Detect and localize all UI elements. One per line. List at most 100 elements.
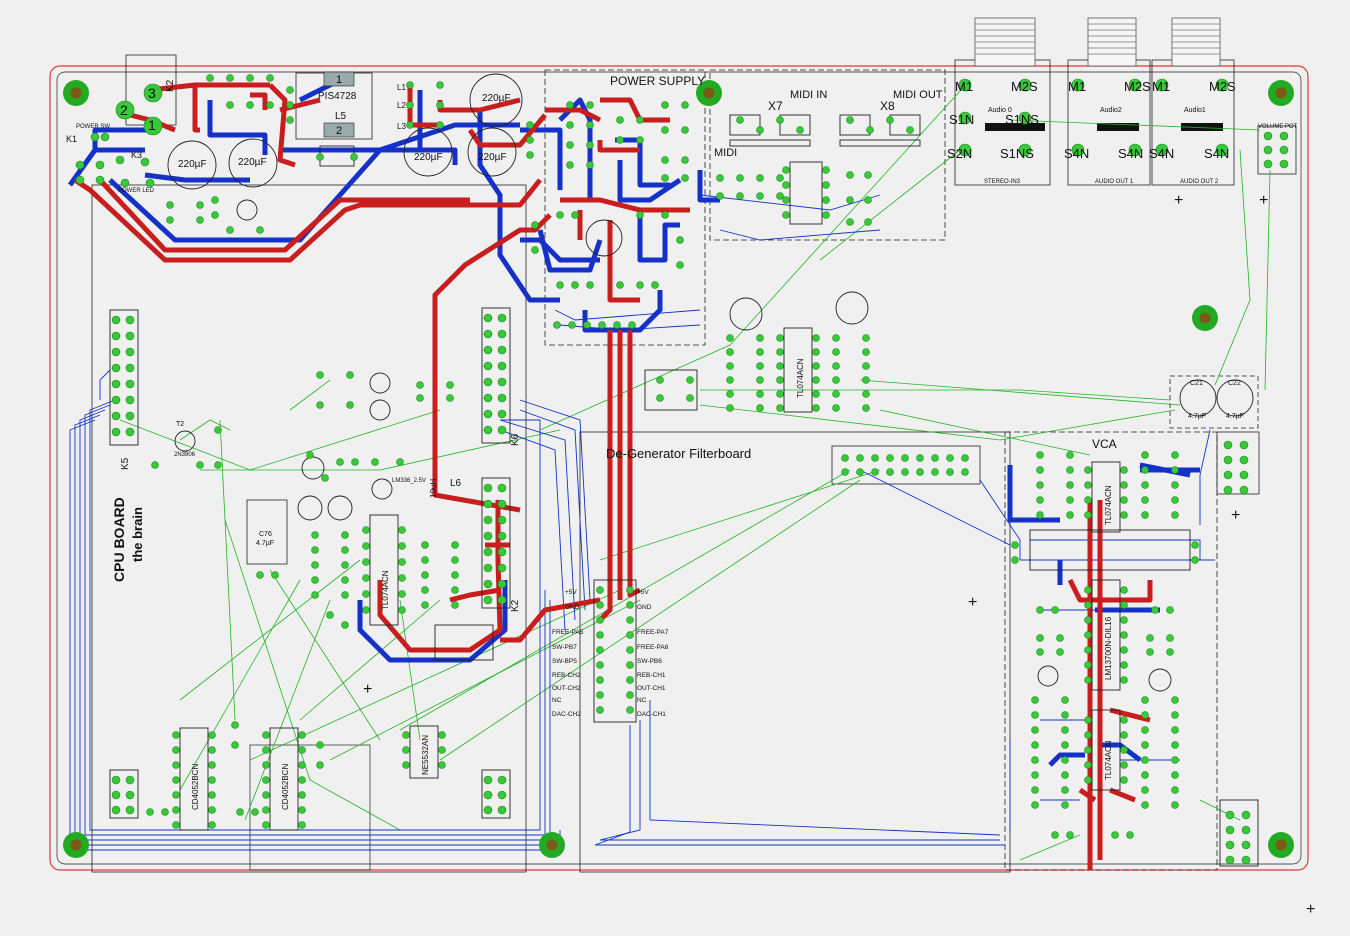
silkscreen-labels: De-Generator Filterboard POWER SUPPLY VC… <box>66 74 1298 810</box>
mounting-hole <box>63 80 89 106</box>
c22-label: C22 <box>1228 380 1241 387</box>
marker-plus: + <box>363 681 372 698</box>
jack-s1ns: S1NS <box>1005 112 1039 127</box>
midi-out-label: MIDI OUT <box>893 89 943 101</box>
tl074-b-label: TL074ACN <box>381 570 390 610</box>
pis-pin-1: 1 <box>336 74 342 86</box>
k3-label: K3 <box>131 150 142 160</box>
tl074-c-label: TL074ACN <box>1104 485 1113 525</box>
sig-label: GND <box>637 604 652 611</box>
jack-sockets <box>974 17 1223 131</box>
pis-part-label: PIS4728 <box>318 91 357 102</box>
board-title: De-Generator Filterboard <box>606 446 751 461</box>
mounting-hole <box>1268 80 1294 106</box>
t2-part-label: 2N3906 <box>174 452 196 458</box>
capacitors <box>167 73 1254 692</box>
jack-s4n-d: S4N <box>1204 146 1229 161</box>
c220e-label: 220µF <box>482 93 511 104</box>
mounting-holes <box>63 80 1294 858</box>
ic-packages <box>179 161 1191 831</box>
jack-s4n-b: S4N <box>1118 146 1143 161</box>
k6-label: K6 <box>510 433 521 446</box>
sig-label: OUT-CH2 <box>552 685 581 692</box>
sig-label: REB-CH1 <box>637 672 666 679</box>
bottom-power-traces <box>67 77 1200 767</box>
mounting-hole <box>1192 305 1218 331</box>
sig-label: SW-BP5 <box>552 658 577 665</box>
l6-value-label: 10uH <box>429 479 438 498</box>
c21-label: C21 <box>1190 380 1203 387</box>
l6-label: L6 <box>450 478 462 489</box>
sig-label: SW-PB7 <box>552 644 577 651</box>
mounting-hole <box>1268 832 1294 858</box>
lm336-label: LM336_2.5V <box>392 478 426 484</box>
origin-markers: + + + + + + <box>363 192 1315 918</box>
k2-cpu-label: K2 <box>510 599 521 612</box>
volume-pot-label: VOLUME POT <box>1258 124 1298 130</box>
jack-m1-c: M1 <box>1152 79 1170 94</box>
jack-s2n: S2N <box>947 146 972 161</box>
midi-in-label: MIDI IN <box>790 89 827 101</box>
sig-label: DAC-CH1 <box>637 711 666 718</box>
sig-label: FREE-PA7 <box>637 629 669 636</box>
cpu-sub-label: the brain <box>130 507 145 562</box>
jack-s4n-a: S4N <box>1064 146 1089 161</box>
c76-label: 4.7µF <box>256 540 274 547</box>
k2-label: K2 <box>165 79 176 92</box>
marker-plus: + <box>1259 192 1268 209</box>
pin-3-label: 3 <box>148 85 156 101</box>
sig-label: FREE-PA5 <box>552 629 584 636</box>
marker-plus: + <box>968 594 977 611</box>
sig-label: GND <box>565 604 580 611</box>
k5-label: K5 <box>120 457 131 470</box>
midi-label: MIDI <box>714 147 737 159</box>
sig-label: +5V <box>637 589 649 596</box>
l3-label: L3 <box>397 122 406 131</box>
jack-m1-a: M1 <box>955 79 973 94</box>
x7-label: X7 <box>768 99 783 113</box>
mounting-hole <box>539 832 565 858</box>
k1-label: K1 <box>66 134 77 144</box>
cd4052a-label: CD4052BCN <box>191 764 200 810</box>
marker-plus: + <box>1231 507 1240 524</box>
sig-label: FREE-PA6 <box>637 644 669 651</box>
c220a-label: 220µF <box>178 159 207 170</box>
sig-label: NC <box>552 697 562 704</box>
marker-plus: + <box>1306 901 1315 918</box>
t2-name-label: T2 <box>176 421 184 428</box>
c21-value-label: 4.7µF <box>1188 413 1206 420</box>
jack-m2s-b: M2S <box>1124 79 1151 94</box>
connector-signal-labels: +5V GND FREE-PA5 SW-PB7 SW-BP5 REB-CH2 O… <box>552 589 669 718</box>
connectors <box>109 114 1259 867</box>
power-sw-label: POWER SW <box>76 124 110 130</box>
vca-label: VCA <box>1092 437 1117 451</box>
audio0-label: Audio 0 <box>988 107 1012 114</box>
audio-out1-label: AUDIO OUT 1 <box>1095 179 1134 185</box>
c22-value-label: 4.7µF <box>1226 413 1244 420</box>
jack-s1ns-b: S1NS <box>1000 146 1034 161</box>
c220b-label: 220µF <box>238 157 267 168</box>
cpu-board-label: CPU BOARD <box>111 497 127 582</box>
stereo-in-label: STEREO-IN3 <box>984 179 1021 185</box>
sig-label: DAC-CH2 <box>552 711 581 718</box>
l1-label: L1 <box>397 83 406 92</box>
tl074-d-label: TL074ACN <box>1104 740 1113 780</box>
audio-out2-label: AUDIO OUT 2 <box>1180 179 1219 185</box>
sig-label: REB-CH2 <box>552 672 581 679</box>
c220d-label: 220µF <box>478 152 507 163</box>
jack-m2s-c: M2S <box>1209 79 1236 94</box>
jack-m2s-a: M2S <box>1011 79 1038 94</box>
sig-label: +5V <box>565 589 577 596</box>
jack-s1n: S1N <box>949 112 974 127</box>
top-power-traces <box>73 82 1153 870</box>
sig-label: SW-PB6 <box>637 658 662 665</box>
audio2-label: Audio2 <box>1100 107 1122 114</box>
mounting-hole <box>63 832 89 858</box>
l2-label: L2 <box>397 101 406 110</box>
l5-label: L5 <box>335 111 347 122</box>
sig-label: NC <box>637 697 647 704</box>
c76-name-label: C76 <box>259 531 272 538</box>
cd4052b-label: CD4052BCN <box>281 764 290 810</box>
pads <box>75 74 1289 865</box>
